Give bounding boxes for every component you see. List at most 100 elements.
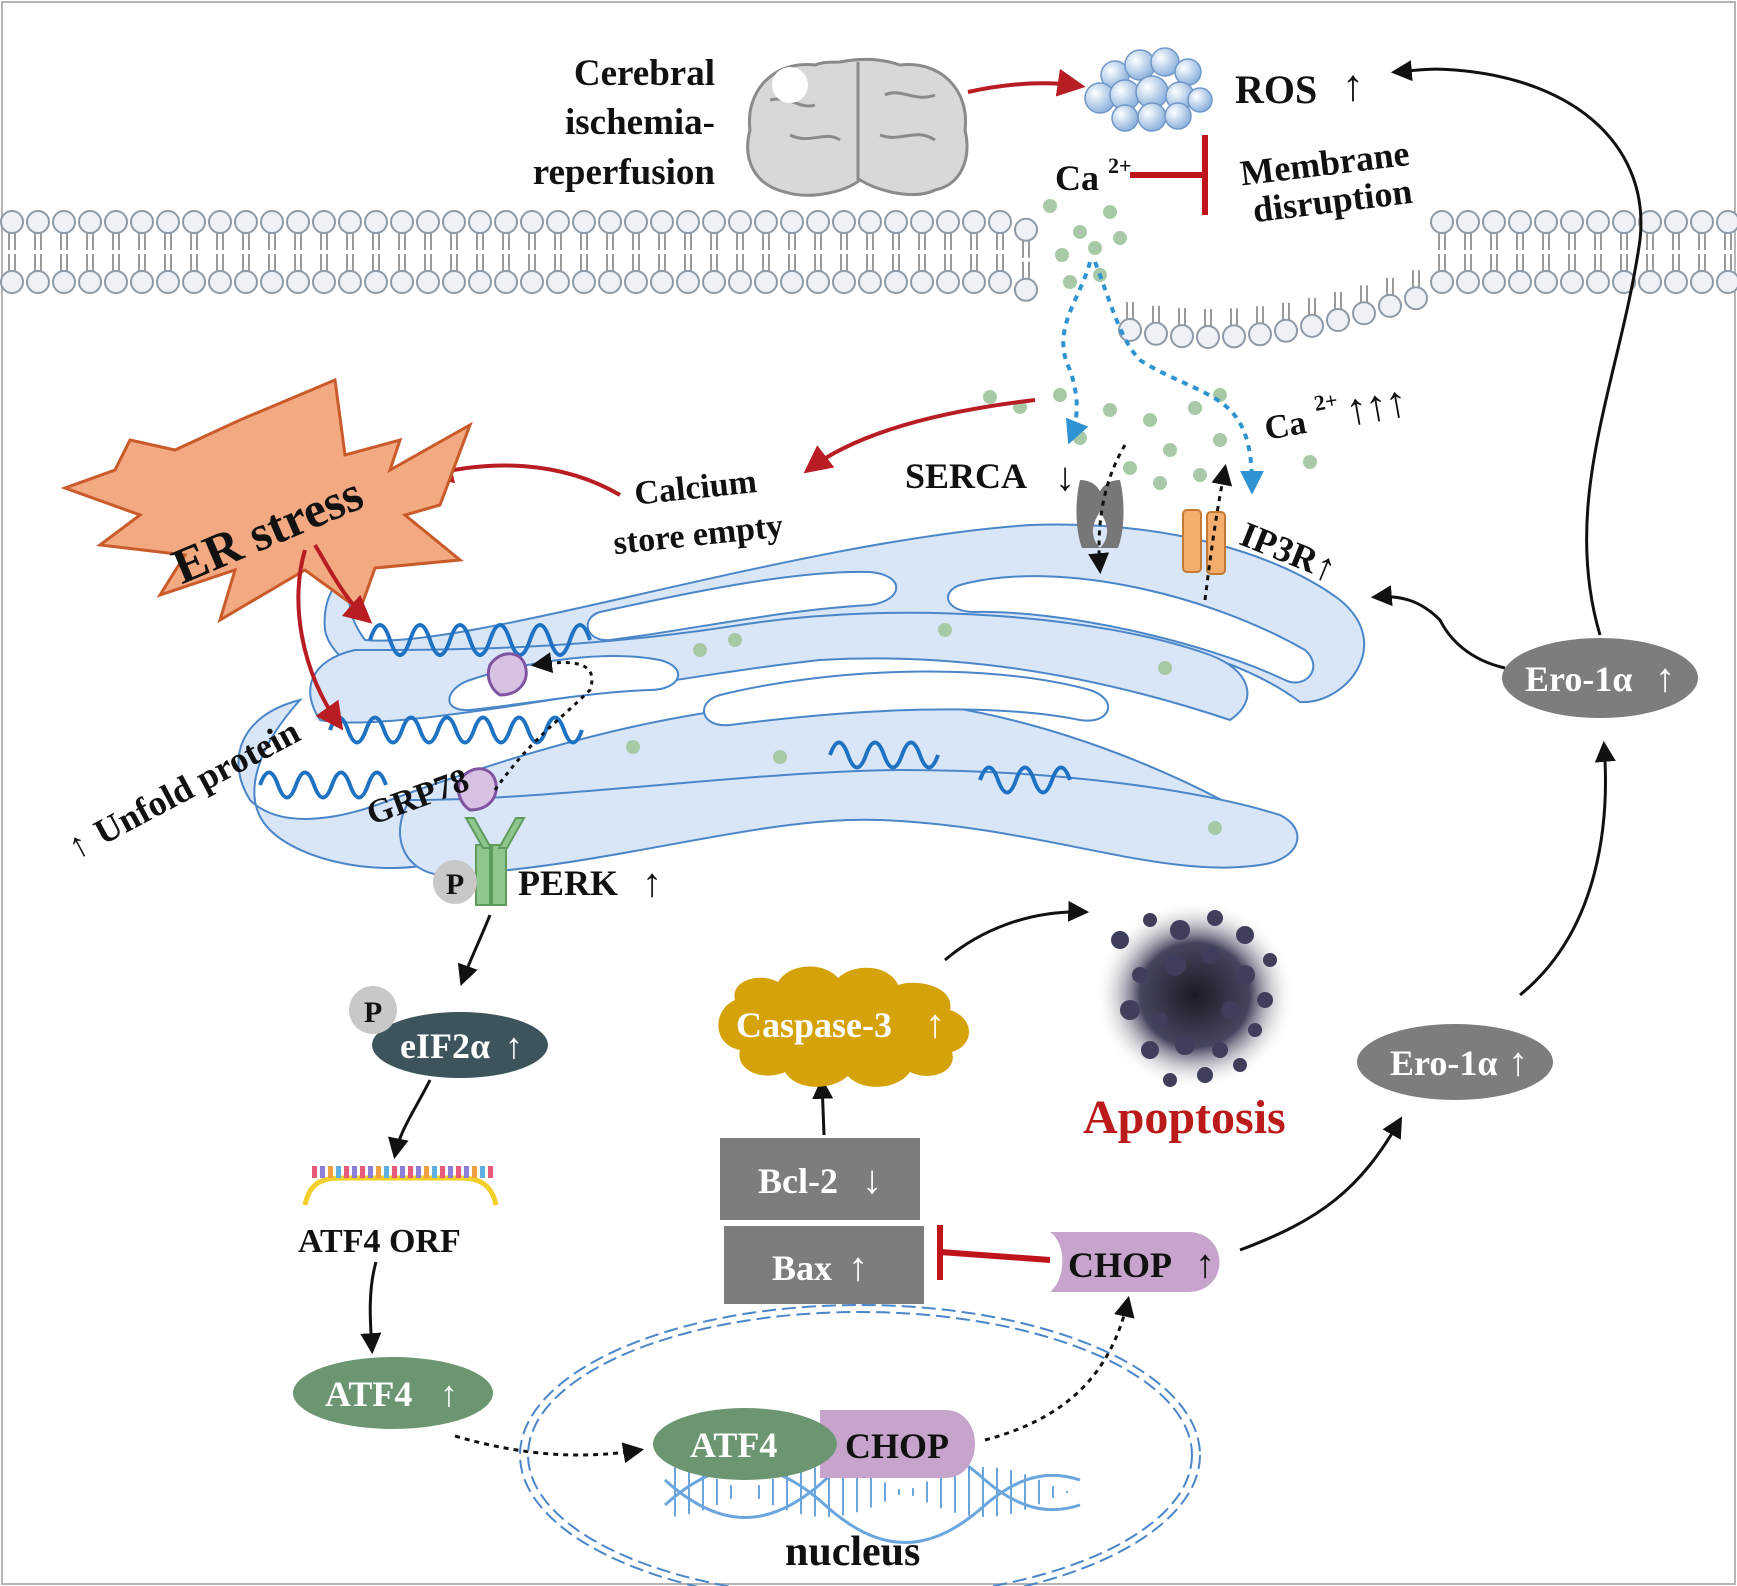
- lipid-head-bottom: [806, 254, 830, 294]
- trigger-line-1: Cerebral: [574, 53, 715, 94]
- apoptotic-bleb: [1170, 920, 1190, 940]
- lipid-head-top: [650, 210, 674, 250]
- trigger-line-3: reperfusion: [533, 152, 716, 193]
- orf-codon: [344, 1166, 349, 1178]
- lipid-head-top: [208, 210, 232, 250]
- orf-codon: [432, 1166, 437, 1178]
- er-stress-burst: [60, 377, 473, 624]
- lipid-head-top: [1508, 210, 1532, 250]
- lipid-head-bottom: [1482, 254, 1506, 294]
- cerebral-ischemia-label: Cerebral ischemia- reperfusion: [533, 53, 716, 193]
- lipid-head-top: [832, 210, 856, 250]
- atf4-to-nucleus-arrow: [454, 1434, 645, 1464]
- calcium-store-empty-label: Calcium store empty: [612, 463, 785, 563]
- perk-to-eif2a-arrow: [457, 914, 492, 986]
- apoptotic-bleb: [1132, 967, 1148, 983]
- apoptotic-bleb: [1207, 910, 1223, 926]
- nucleus-membrane-inner: [527, 1311, 1193, 1586]
- orf-codon: [424, 1166, 429, 1178]
- caspase3-up-arrow: ↑: [925, 1001, 945, 1046]
- lipid-head-bottom: [1508, 254, 1532, 294]
- lipid-head-top: [260, 210, 284, 250]
- atf4-up-arrow: ↑: [440, 1374, 458, 1414]
- lipid-head-bottom: [156, 254, 180, 294]
- calcium-ions: [626, 199, 1317, 835]
- calcium-line-2: store empty: [612, 508, 785, 563]
- lipid-head-top: [598, 210, 622, 250]
- orf-codon: [400, 1166, 405, 1178]
- chop-inhibits-bax-line: [937, 1225, 1051, 1280]
- bcl2-down-arrow: ↓: [862, 1157, 882, 1202]
- lipid-head-bottom: [1196, 308, 1220, 349]
- lipid-head-bottom: [780, 254, 804, 294]
- calcium-flux-arrows: [1061, 261, 1264, 495]
- lipid-head-bottom: [208, 254, 232, 294]
- bax-box: [724, 1226, 924, 1304]
- lipid-head-bottom: [962, 254, 986, 294]
- lipid-head-top: [1014, 217, 1038, 258]
- brain-to-ros-arrow: [967, 68, 1086, 97]
- atf4-nuclear-label: ATF4: [690, 1425, 777, 1465]
- apoptotic-bleb: [1141, 1041, 1159, 1059]
- lipid-head-top: [624, 210, 648, 250]
- orf-codon: [376, 1166, 381, 1178]
- eif2a-label: eIF2α: [400, 1026, 490, 1066]
- perk-phosphate-badge: [433, 860, 477, 904]
- lipid-head-bottom: [1404, 270, 1428, 311]
- apoptotic-bleb: [1111, 931, 1129, 949]
- lipid-head-top: [416, 210, 440, 250]
- apoptotic-bleb: [1152, 1012, 1168, 1028]
- lipid-head-bottom: [0, 254, 24, 294]
- ca-top-superscript: 2+: [1108, 153, 1132, 178]
- lipid-head-bottom: [1014, 261, 1038, 302]
- orf-codon: [328, 1166, 333, 1178]
- eif2a-phosphate-label: P: [364, 996, 382, 1029]
- perk-up-arrow: ↑: [642, 860, 662, 905]
- apoptotic-bleb: [1164, 954, 1186, 976]
- lipid-head-bottom: [286, 254, 310, 294]
- lipid-head-top: [780, 210, 804, 250]
- bax-up-arrow: ↑: [848, 1244, 868, 1289]
- caspase3-cloud: [718, 966, 970, 1087]
- lipid-head-top: [494, 210, 518, 250]
- ero1-upper-label: Ero-1α: [1525, 659, 1632, 699]
- chop-nuclear-node: [820, 1410, 975, 1478]
- lipid-head-bottom: [338, 254, 362, 294]
- chop-up-arrow: ↑: [1195, 1241, 1215, 1286]
- bcl2-label: Bcl-2: [758, 1161, 838, 1201]
- lipid-head-top: [884, 210, 908, 250]
- lipid-head-bottom: [1638, 254, 1662, 294]
- ros-label: ROS: [1235, 67, 1317, 112]
- serca-pump-icon: [1076, 480, 1124, 548]
- lipid-head-bottom: [1560, 254, 1584, 294]
- perk-label: PERK: [518, 863, 618, 903]
- calcium-loss-arrow: [803, 398, 1036, 474]
- lipid-head-top: [1534, 210, 1558, 250]
- lipid-head-top: [338, 210, 362, 250]
- serca-label: SERCA: [905, 456, 1027, 496]
- lipid-head-bottom: [1378, 277, 1402, 318]
- orf-codon: [368, 1166, 373, 1178]
- brain-icon: [746, 57, 969, 197]
- orf-codon: [392, 1166, 397, 1178]
- lipid-head-bottom: [1248, 306, 1272, 347]
- lipid-head-bottom: [468, 254, 492, 294]
- ero1-lower-node: [1357, 1024, 1553, 1100]
- lipid-head-top: [988, 210, 1012, 250]
- lipid-head-top: [130, 210, 154, 250]
- orf-codon: [408, 1166, 413, 1178]
- apoptotic-bleb: [1201, 946, 1219, 964]
- atf4-orf-icon: [302, 1166, 499, 1206]
- ero1-lower-up-arrow: ↑: [1508, 1039, 1528, 1084]
- orf-codon: [352, 1166, 357, 1178]
- lipid-head-bottom: [728, 254, 752, 294]
- lipid-head-bottom: [442, 254, 466, 294]
- lipid-head-top: [78, 210, 102, 250]
- apoptotic-bleb: [1163, 1073, 1177, 1087]
- orf-codon: [360, 1166, 365, 1178]
- lipid-head-top: [1430, 210, 1454, 250]
- lipid-head-bottom: [1352, 285, 1376, 326]
- apoptosis-label: Apoptosis: [1083, 1091, 1286, 1144]
- atf4-label: ATF4: [325, 1374, 412, 1414]
